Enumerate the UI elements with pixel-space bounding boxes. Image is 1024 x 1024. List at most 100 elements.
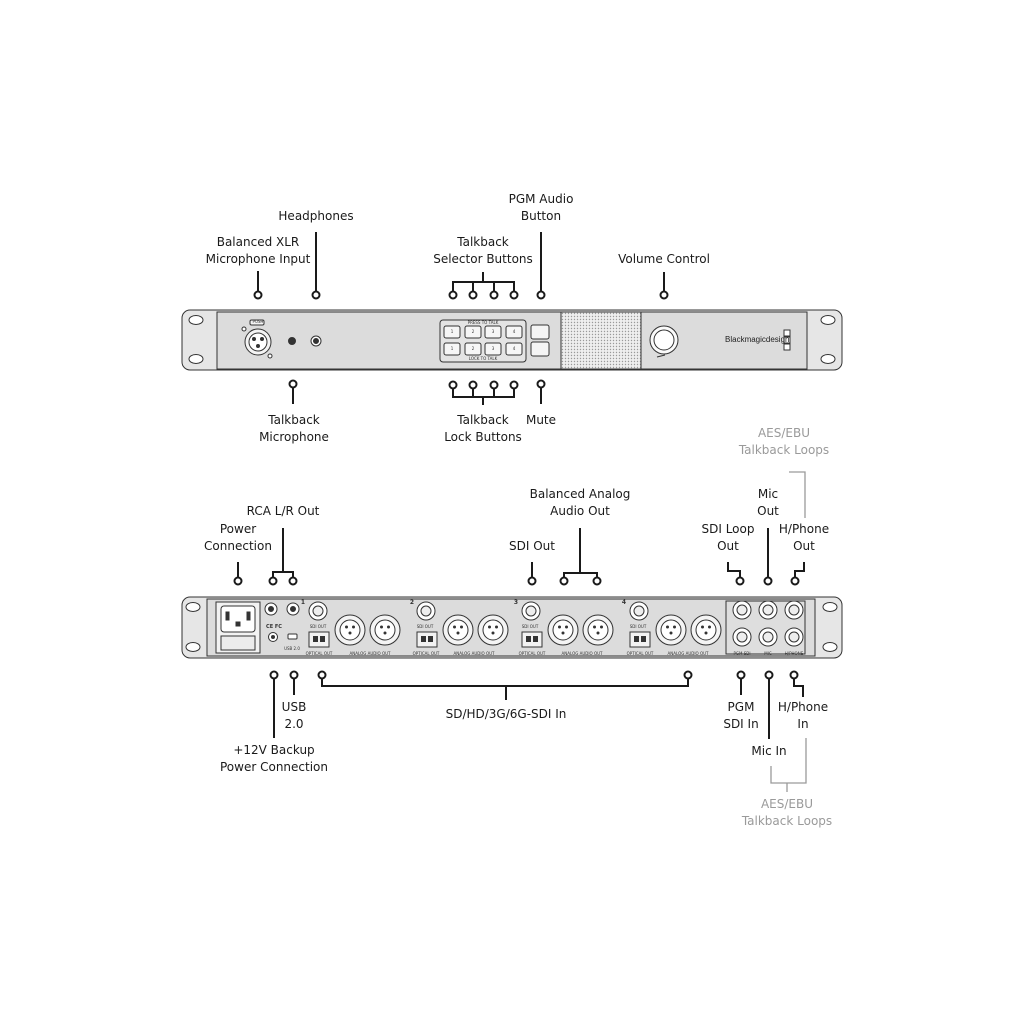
pgm-audio-button (530, 324, 550, 340)
sdi-out-tag-2: SDI OUT (416, 624, 434, 629)
callout-end-ring (448, 290, 458, 300)
callout-end-ring (559, 576, 569, 586)
xlr-pin (669, 631, 673, 635)
optical-tag-2: OPTICAL OUT (412, 651, 440, 656)
optical-out-2 (416, 631, 438, 648)
optical-tag-4: OPTICAL OUT (626, 651, 654, 656)
talkback-selector-bracket (452, 281, 515, 291)
pgm-sdi-in-label: PGM SDI In (723, 700, 759, 731)
callout-end-ring (659, 290, 669, 300)
sdi-out-tag-1: SDI OUT (309, 624, 327, 629)
talkback-lock-button-2 (464, 342, 482, 356)
talkback-bnc-core-2-2 (762, 631, 774, 643)
optical-port-b-3 (533, 636, 538, 642)
callout-end-ring (509, 290, 519, 300)
press-to-talk-text: PRESS TO TALK (467, 320, 499, 325)
xlr-pin (561, 631, 565, 635)
xlr-pin (345, 625, 348, 629)
optical-tag-3: OPTICAL OUT (518, 651, 546, 656)
rear-left-rack-hole (185, 602, 201, 612)
aes-ebu-bottom-label: AES/EBU Talkback Loops (741, 797, 833, 828)
front-right-rack-hole (820, 315, 836, 325)
talkback-lock-label: Talkback Lock Buttons (444, 413, 522, 444)
xlr-pin (600, 625, 603, 629)
sdi-in-label: SD/HD/3G/6G-SDI In (445, 707, 567, 721)
talkback-bnc-core-1-1 (736, 604, 748, 616)
talkback-selector-button-3 (484, 325, 502, 339)
mic-tag: MIC (764, 651, 772, 656)
analog-xlr-out-inner-2-1 (447, 619, 469, 641)
xlr-pin (383, 631, 387, 635)
brand-logo-text: Blackmagicdesign (725, 335, 790, 344)
sdi-loop-leader (727, 562, 741, 577)
front-left-rack-hole (188, 315, 204, 325)
xlr-pin (348, 631, 352, 635)
sdi-out-label: SDI Out (509, 539, 555, 553)
optical-out-4 (629, 631, 651, 648)
xlr-pin (701, 625, 704, 629)
volume-control-label: Volume Control (618, 252, 710, 266)
xlr-pin (488, 625, 491, 629)
callout-end-ring (763, 576, 773, 586)
sdi-out-tag-4: SDI OUT (629, 624, 647, 629)
talkback-selector-button-4 (505, 325, 523, 339)
talkback-bnc-core-3-2 (788, 631, 800, 643)
callout-end-ring (489, 380, 499, 390)
channel-4-number: 4 (621, 599, 627, 606)
sdi-loop-out-label: SDI Loop Out (701, 522, 755, 553)
speaker-grille (560, 311, 642, 370)
optical-out-3 (521, 631, 543, 648)
talkback-mic (288, 337, 296, 345)
callout-end-ring (468, 380, 478, 390)
callout-end-ring (448, 380, 458, 390)
xlr-pin (666, 625, 669, 629)
optical-port-b-4 (641, 636, 646, 642)
xlr-push-tab (249, 319, 265, 326)
xlr-pin (596, 631, 600, 635)
sdi-in-bracket (321, 679, 689, 687)
callout-end-ring (233, 576, 243, 586)
analog-xlr-out-inner-3-1 (552, 619, 574, 641)
callout-end-ring (288, 379, 298, 389)
xlr-pin (593, 625, 596, 629)
mic-out-label: Mic Out (757, 487, 779, 518)
talkback-lock-button-3 (484, 342, 502, 356)
mute-label: Mute (525, 413, 557, 427)
callout-end-ring (527, 576, 537, 586)
hphone-out-label: H/Phone Out (778, 522, 830, 553)
rear-channels (308, 601, 722, 648)
talkback-lock-bracket (452, 389, 515, 398)
callout-end-ring (789, 670, 799, 680)
lock-button-2-label: 2 (471, 346, 475, 351)
usb-label: USB 2.0 (281, 700, 307, 731)
callout-end-ring (289, 670, 299, 680)
lock-button-3-label: 3 (491, 346, 495, 351)
analog-tag-3: ANALOG AUDIO OUT (561, 651, 603, 656)
talkback-button-3-label: 3 (491, 329, 495, 334)
xlr-pin (460, 625, 463, 629)
xlr-pin (565, 625, 568, 629)
cert-marks: CE FC (266, 624, 282, 630)
balanced-xlr-label: Balanced XLR Microphone Input (205, 235, 311, 266)
xlr-pin (352, 625, 355, 629)
analog-xlr-out-inner-3-2 (587, 619, 609, 641)
pgm-sdi-tag: PGM SDI (733, 651, 751, 656)
analog-xlr-out-inner-1-2 (374, 619, 396, 641)
xlr-mic-input-inner (248, 332, 268, 352)
talkback-lock-button-1 (443, 342, 461, 356)
talkback-selector-button-2 (464, 325, 482, 339)
balanced-analog-bracket (563, 572, 598, 577)
lock-to-talk-text: LOCK TO TALK (468, 356, 498, 361)
callout-end-ring (268, 576, 278, 586)
talkback-selector-label: Talkback Selector Buttons (433, 235, 533, 266)
talkback-bnc-core-1-2 (736, 631, 748, 643)
balanced-analog-label: Balanced Analog Audio Out (529, 487, 631, 518)
xlr-pin (673, 625, 676, 629)
front-panel (181, 309, 843, 371)
lock-button-1-label: 1 (450, 346, 454, 351)
optical-out-1 (308, 631, 330, 648)
xlr-pin (491, 631, 495, 635)
optical-tag-1: OPTICAL OUT (305, 651, 333, 656)
